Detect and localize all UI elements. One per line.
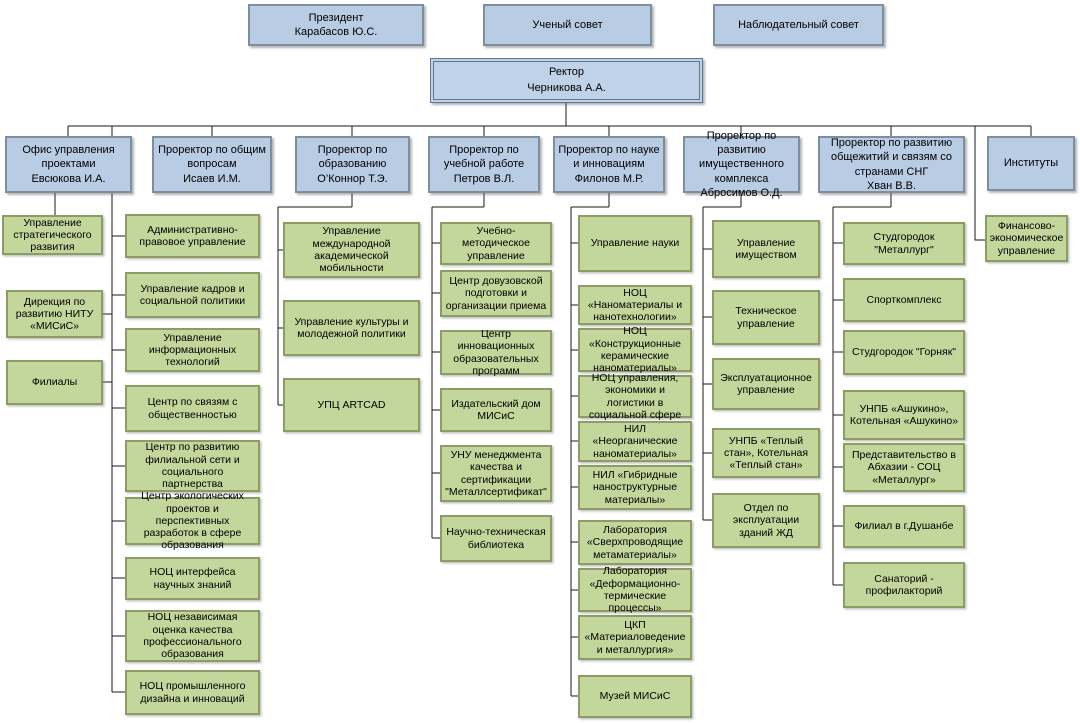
dept-node: Техническое управление	[712, 290, 820, 345]
dept-node: НОЦ управления, экономики и логистики в …	[578, 372, 692, 421]
dept-node: ЦКП «Материаловедение и металлургия»	[578, 615, 692, 660]
node-prorector-dorms: Проректор по развитию общежитий и связям…	[818, 136, 965, 193]
dept-node: Студгородок "Горняк"	[843, 330, 965, 375]
node-institutes: Институты	[987, 136, 1075, 191]
dept-node: Управление науки	[578, 215, 692, 272]
dept-node: Лаборатория «Сверхпроводящие метаматериа…	[578, 520, 692, 565]
dept-node: Санаторий - профилакторий	[843, 562, 965, 608]
dept-node: Управление культуры и молодежной политик…	[283, 300, 420, 356]
dept-node: Управление информационных технологий	[125, 328, 260, 372]
dept-node: Центр инновационных образовательных прог…	[440, 328, 552, 377]
node-rector: Ректор Черникова А.А.	[430, 58, 703, 103]
dept-node: Дирекция по развитию НИТУ «МИСиС»	[6, 290, 103, 338]
node-academic-council: Ученый совет	[483, 4, 652, 46]
dept-node: НОЦ «Наноматериалы и нанотехнологии»	[578, 285, 692, 325]
dept-node: Филиал в г.Душанбе	[843, 505, 965, 548]
dept-node: Филиалы	[6, 360, 103, 405]
dept-node: УНПБ «Ашукино», Котельная «Ашукино»	[843, 390, 965, 440]
dept-node: Центр по развитию филиальной сети и соци…	[125, 440, 260, 492]
dept-node: Управление международной академической м…	[283, 222, 420, 278]
dept-node: Эксплуатационное управление	[712, 358, 820, 410]
dept-node: Административно-правовое управление	[125, 214, 260, 258]
dept-node: НИЛ «Гибридные наноструктурные материалы…	[578, 465, 692, 510]
dept-node: Студгородок "Металлург"	[843, 222, 965, 265]
dept-node: НОЦ «Конструкционные керамические нанома…	[578, 325, 692, 374]
node-prorector-property: Проректор по развитию имущественного ком…	[683, 130, 800, 199]
node-prorector-education: Проректор по образованию О’Коннор Т.Э.	[295, 136, 410, 193]
dept-node: НОЦ интерфейса научных знаний	[125, 557, 260, 600]
node-project-office: Офис управления проектами Евсюкова И.А.	[5, 136, 132, 193]
dept-node: Спорткомплекс	[843, 278, 965, 322]
dept-node: Отдел по эксплуатации зданий ЖД	[712, 493, 820, 548]
node-prorector-academic: Проректор по учебной работе Петров В.Л.	[428, 136, 540, 193]
dept-node: Представительство в Абхазии - СОЦ «Метал…	[843, 443, 965, 492]
dept-node: Лаборатория «Деформационно-термические п…	[578, 565, 692, 614]
dept-node: Центр довузовской подготовки и организац…	[440, 270, 552, 317]
dept-node: Центр экологических проектов и перспекти…	[125, 490, 260, 551]
dept-node: Музей МИСиС	[578, 675, 692, 718]
dept-node: Управление имуществом	[712, 220, 820, 278]
dept-node: Учебно-методическое управление	[440, 222, 552, 265]
node-prorector-general: Проректор по общим вопросам Исаев И.М.	[152, 136, 272, 193]
node-prorector-science: Проректор по науке и инновациям Филонов …	[553, 136, 665, 193]
dept-node: Центр по связям с общественностью	[125, 385, 260, 432]
dept-node: Управление кадров и социальной политики	[125, 272, 260, 318]
dept-node: Издательский дом МИСиС	[440, 388, 552, 432]
dept-node: Финансово-экономическое управление	[985, 215, 1068, 262]
dept-node: Управление стратегического развития	[2, 215, 103, 255]
dept-node: Научно-техническая библиотека	[440, 515, 552, 562]
node-supervisory-board: Наблюдательный совет	[713, 4, 884, 46]
dept-node: УПЦ ARTCAD	[283, 378, 420, 432]
dept-node: НОЦ независимая оценка качества професси…	[125, 610, 260, 662]
dept-node: УНУ менеджмента качества и сертификации …	[440, 445, 552, 502]
dept-node: НИЛ «Неорганические наноматериалы»	[578, 421, 692, 462]
dept-node: НОЦ промышленного дизайна и инноваций	[125, 670, 260, 715]
node-president: Президент Карабасов Ю.С.	[248, 4, 424, 46]
dept-node: УНПБ «Теплый стан», Котельная «Теплый ст…	[712, 428, 820, 478]
